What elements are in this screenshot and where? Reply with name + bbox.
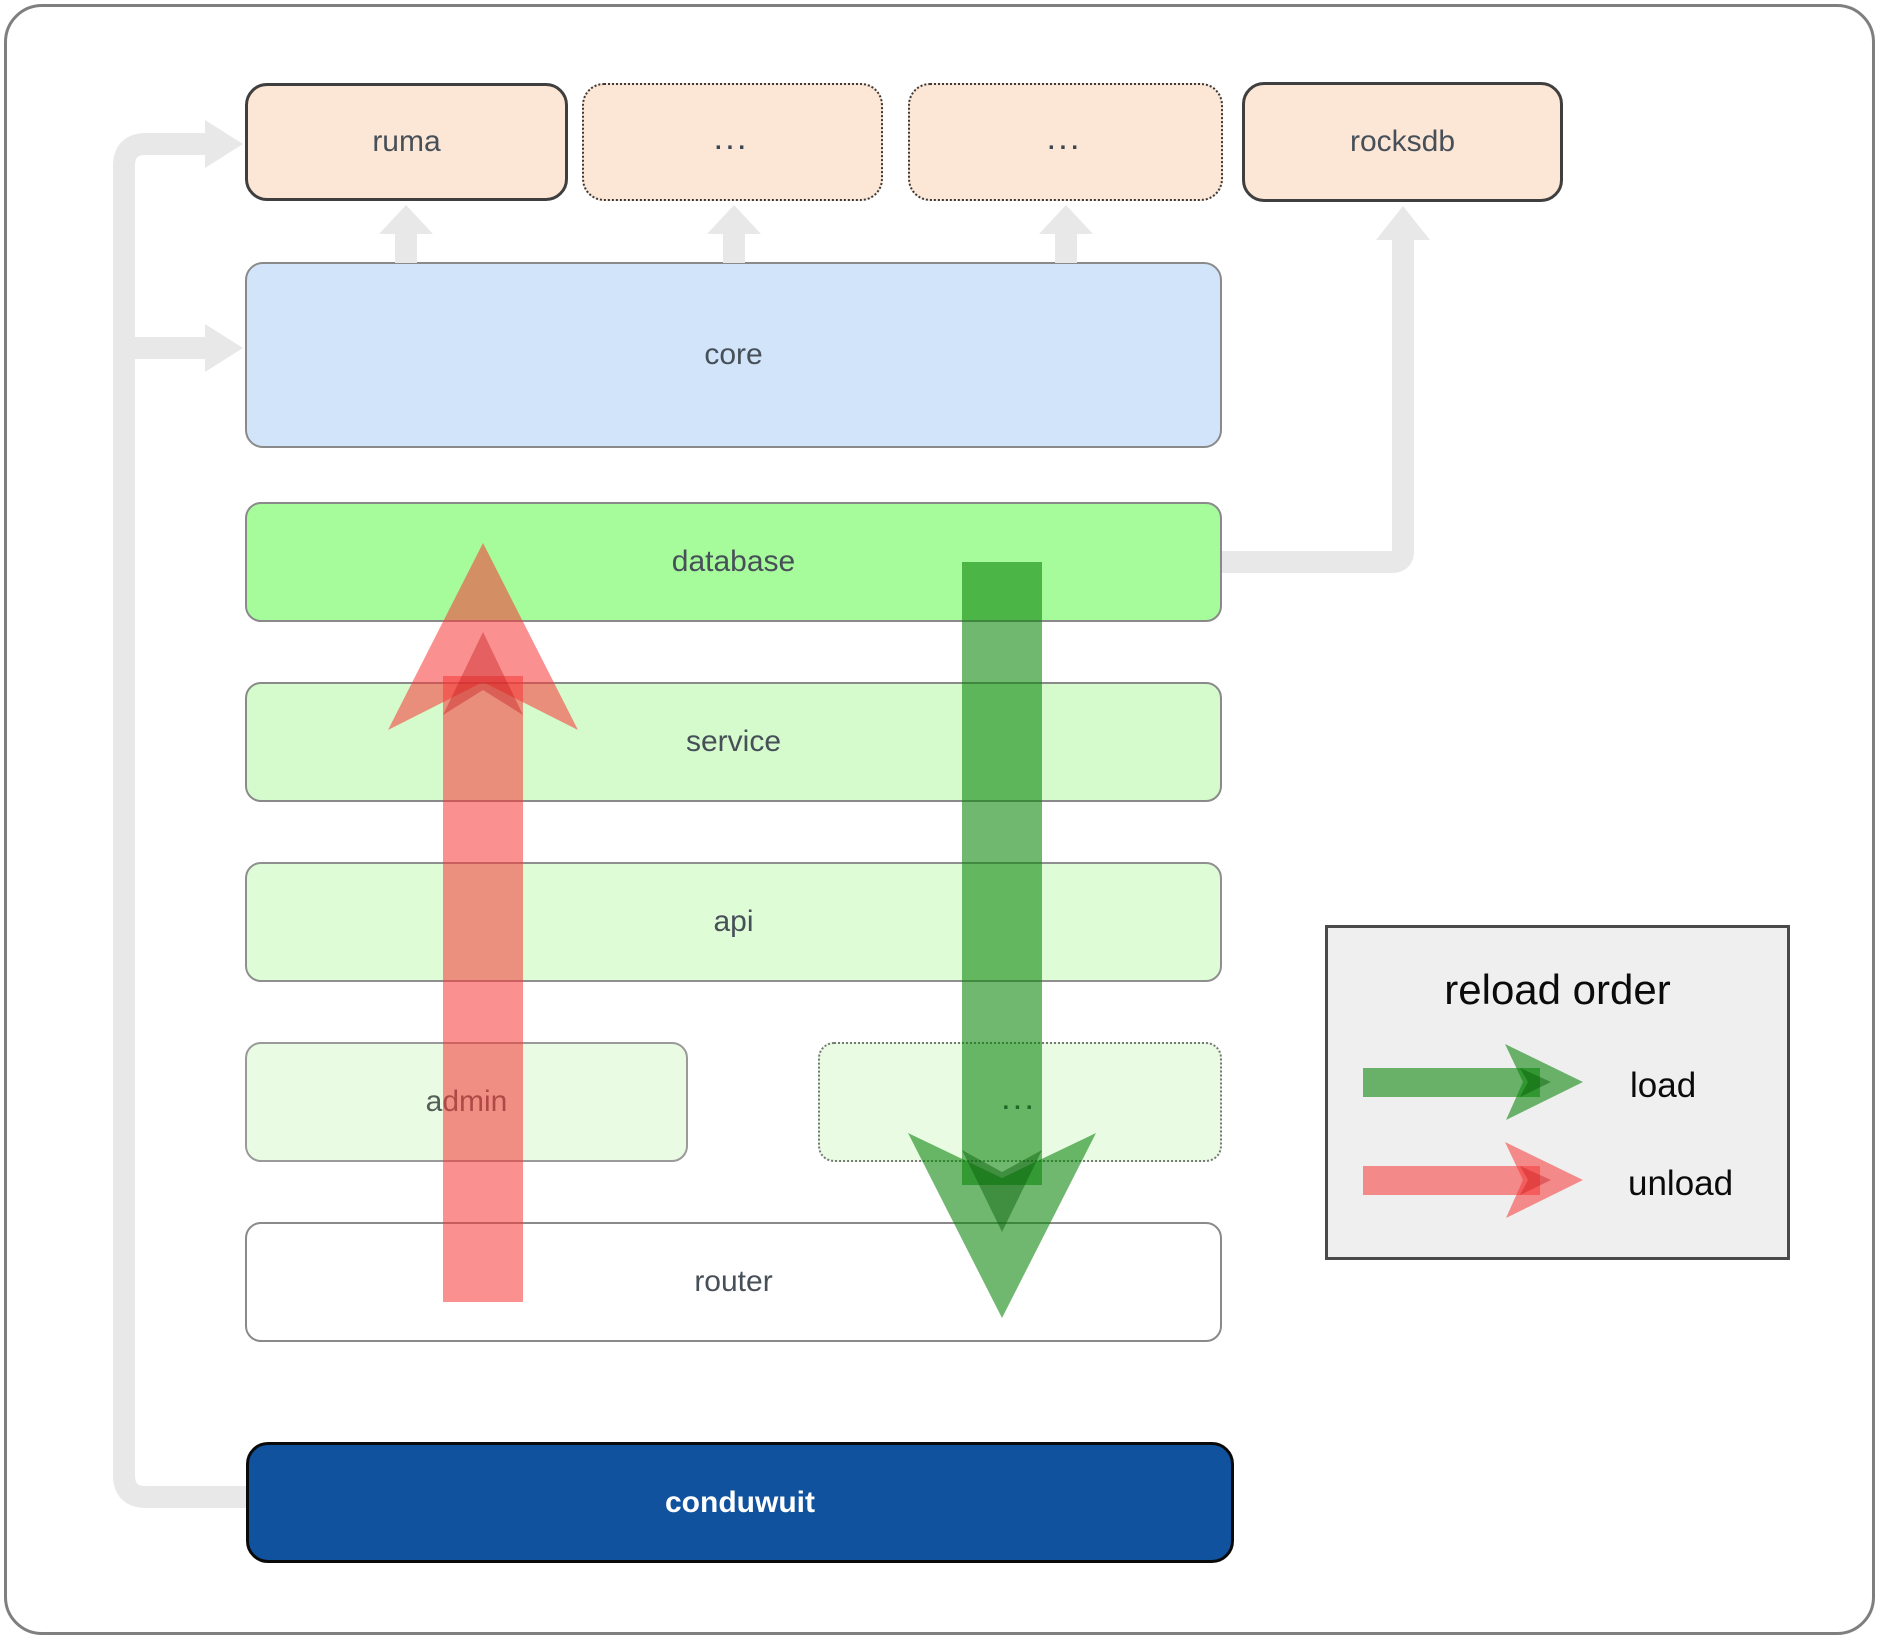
diagram-outer-border: [4, 4, 1875, 1635]
node-ellipsis-1-label: ...: [714, 128, 750, 155]
node-database: database: [245, 502, 1222, 622]
node-rocksdb: rocksdb: [1242, 82, 1563, 202]
node-core: core: [245, 262, 1222, 448]
node-ellipsis-2: ...: [908, 83, 1223, 201]
legend-title: reload order: [1444, 966, 1671, 1013]
legend-reload-order: reload order load unload: [1325, 925, 1790, 1260]
node-ellipsis-2-label: ...: [1047, 128, 1083, 155]
node-ruma: ruma: [245, 83, 568, 201]
node-rocksdb-label: rocksdb: [1349, 125, 1456, 158]
node-ellipsis-1: ...: [582, 83, 883, 201]
node-router-label: router: [694, 1265, 773, 1298]
node-admin-ellipsis: ...: [818, 1042, 1222, 1162]
legend-load-label: load: [1630, 1066, 1697, 1105]
node-admin-ellipsis-label: ...: [1002, 1088, 1038, 1115]
node-service-label: service: [685, 725, 782, 758]
node-router: router: [245, 1222, 1222, 1342]
node-admin: admin: [245, 1042, 688, 1162]
node-service: service: [245, 682, 1222, 802]
legend-unload-label: unload: [1628, 1164, 1734, 1203]
node-database-label: database: [671, 545, 796, 578]
node-conduwuit-label: conduwuit: [665, 1485, 815, 1519]
node-api: api: [245, 862, 1222, 982]
node-api-label: api: [713, 905, 754, 938]
node-admin-label: admin: [425, 1085, 508, 1118]
node-core-label: core: [704, 338, 763, 371]
node-ruma-label: ruma: [372, 125, 441, 158]
node-conduwuit: conduwuit: [246, 1442, 1234, 1563]
